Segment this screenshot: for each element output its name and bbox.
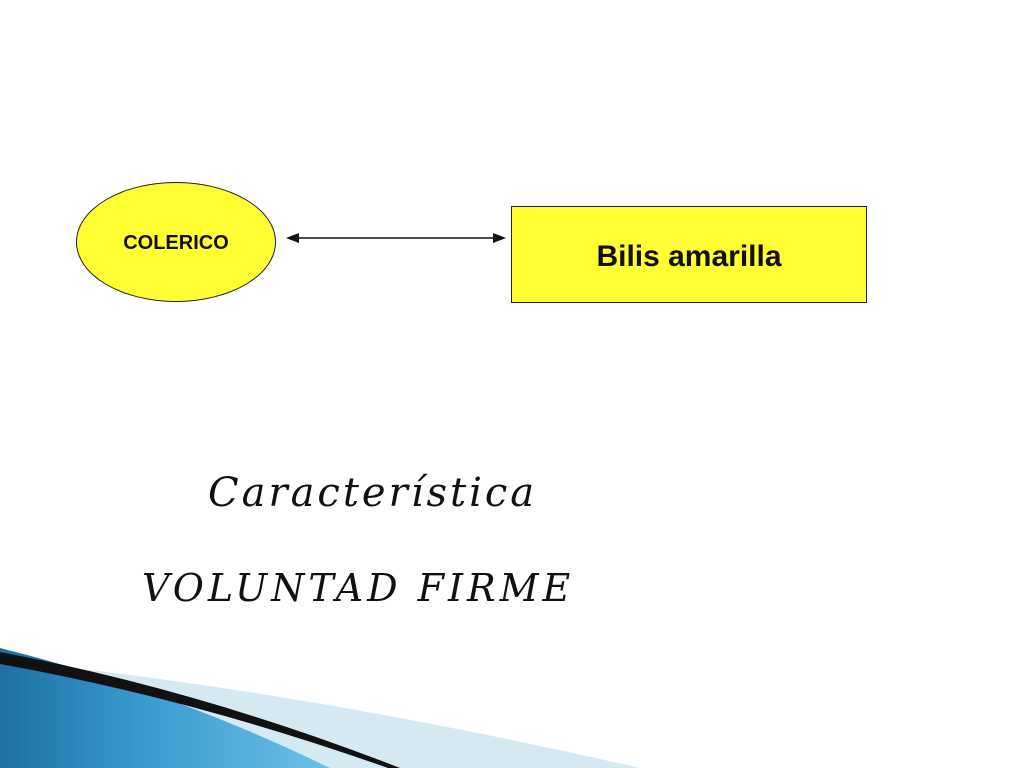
voluntad-firme-text: VOLUNTAD FIRME xyxy=(142,566,575,610)
colerico-label: COLERICO xyxy=(123,231,229,254)
wave-dark-stripe xyxy=(0,652,400,768)
bilis-amarilla-label: Bilis amarilla xyxy=(596,239,782,273)
colerico-ellipse: COLERICO xyxy=(76,182,276,302)
bilis-amarilla-box: Bilis amarilla xyxy=(511,206,867,303)
arrowhead-left xyxy=(286,233,299,243)
caracteristica-heading: Característica xyxy=(208,470,538,516)
arrowhead-right xyxy=(493,233,506,243)
